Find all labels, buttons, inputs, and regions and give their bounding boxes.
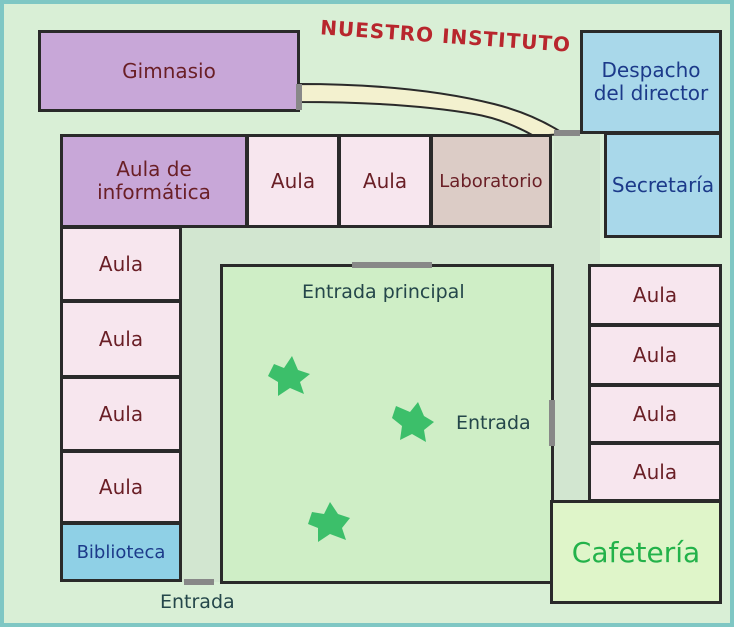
tree-icon <box>392 402 434 442</box>
door-despacho <box>554 130 580 136</box>
room-aula-right-3[interactable]: Aula <box>588 384 722 444</box>
door-gimnasio <box>296 84 302 110</box>
room-aula-top-2[interactable]: Aula <box>338 134 432 228</box>
courtyard <box>220 264 554 584</box>
room-aula-left-2[interactable]: Aula <box>60 300 182 378</box>
label-entrada-right: Entrada <box>456 412 531 434</box>
room-aula-right-4[interactable]: Aula <box>588 442 722 502</box>
door-right <box>549 400 555 446</box>
room-aula-left-3[interactable]: Aula <box>60 376 182 452</box>
door-bottom <box>184 579 214 585</box>
hallway-top <box>180 226 600 266</box>
room-gimnasio[interactable]: Gimnasio <box>38 30 300 112</box>
room-despacho[interactable]: Despacho del director <box>580 30 722 134</box>
room-aula-informatica[interactable]: Aula de informática <box>60 134 248 228</box>
room-aula-right-2[interactable]: Aula <box>588 324 722 386</box>
room-cafeteria[interactable]: Cafetería <box>550 500 722 604</box>
room-aula-left-1[interactable]: Aula <box>60 226 182 302</box>
door-main <box>352 262 432 268</box>
hallway-left <box>180 226 220 582</box>
tree-icon <box>268 356 310 396</box>
label-entrada-principal: Entrada principal <box>302 281 465 303</box>
room-biblioteca[interactable]: Biblioteca <box>60 522 182 582</box>
room-aula-top-1[interactable]: Aula <box>246 134 340 228</box>
tree-icon <box>308 502 350 542</box>
room-laboratorio[interactable]: Laboratorio <box>430 134 552 228</box>
room-aula-left-4[interactable]: Aula <box>60 450 182 524</box>
room-aula-right-1[interactable]: Aula <box>588 264 722 326</box>
map-title: NUESTRO INSTITUTO <box>319 15 572 57</box>
room-secretaria[interactable]: Secretaría <box>604 132 722 238</box>
label-entrada-bottom: Entrada <box>160 591 235 613</box>
